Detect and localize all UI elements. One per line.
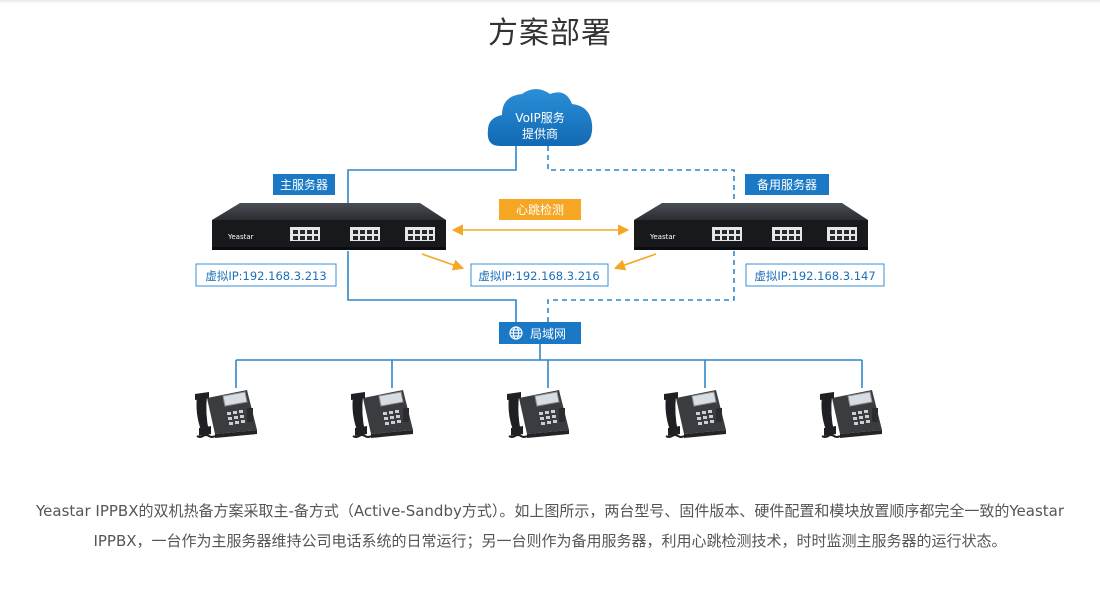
page-title: 方案部署: [488, 16, 612, 51]
backup-server-badge: [745, 174, 829, 195]
backup-ip-text: 虚拟IP:192.168.3.147: [754, 269, 875, 283]
cloud-label-line1: VoIP服务: [515, 110, 564, 125]
lan-label: 局域网: [530, 327, 566, 341]
virtual-ip-boxes: 虚拟IP:192.168.3.213 虚拟IP:192.168.3.216 虚拟…: [195, 263, 885, 287]
primary-server-label: 主服务器: [280, 177, 328, 192]
voip-provider-cloud: VoIP服务 提供商: [487, 89, 593, 146]
backup-uplink-line: [547, 146, 735, 200]
shared-ip-box: [470, 263, 609, 287]
backup-ip-box: [745, 263, 885, 287]
ip-phone-2: [350, 389, 414, 439]
backup-server: 备用服务器 Yeastar: [634, 174, 868, 250]
heartbeat-label: 心跳检测: [516, 202, 564, 217]
heartbeat-link: 心跳检测: [421, 199, 657, 271]
description-paragraph: Yeastar IPPBX的双机热备方案采取主-备方式（Active-Sandb…: [35, 502, 1064, 550]
primary-ip-box: [195, 263, 337, 287]
backup-lan-line: [547, 251, 735, 322]
backup-server-brand: Yeastar: [649, 233, 676, 241]
ip-phone-1: [194, 389, 258, 439]
shared-ip-text: 虚拟IP:192.168.3.216: [478, 269, 599, 283]
backup-to-shared-ip-arrow: [613, 253, 657, 271]
heartbeat-badge: [499, 199, 581, 220]
connection-lines: [235, 140, 863, 388]
top-shadow-bar: [0, 0, 1100, 4]
ip-phone-3: [506, 389, 570, 439]
primary-ip-text: 虚拟IP:192.168.3.213: [205, 269, 326, 283]
primary-uplink-line: [347, 140, 517, 203]
primary-server: 主服务器 Yeastar: [212, 174, 446, 250]
ip-phone-5: [819, 389, 883, 439]
deployment-diagram: VoIP服务 提供商 主服务器 Yeastar 备用服务器 Yeastar: [194, 89, 885, 439]
primary-lan-line: [347, 251, 517, 322]
backup-server-label: 备用服务器: [757, 177, 817, 192]
ip-phone-4: [663, 389, 727, 439]
primary-server-badge: [273, 174, 335, 195]
lan-badge: 局域网: [499, 322, 581, 344]
ip-phones: [194, 389, 883, 439]
cloud-label-line2: 提供商: [522, 126, 558, 141]
globe-icon: [509, 326, 523, 340]
primary-to-shared-ip-arrow: [421, 253, 465, 271]
primary-server-brand: Yeastar: [227, 233, 254, 241]
